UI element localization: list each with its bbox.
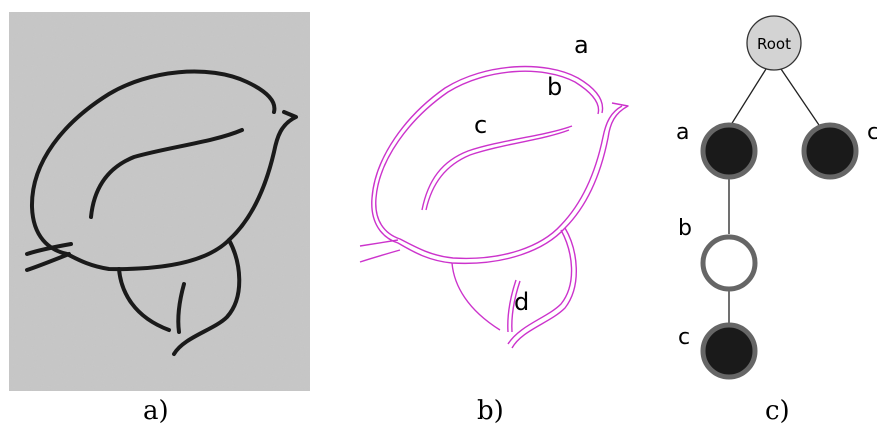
- tree-label-c: c: [678, 325, 690, 350]
- tree-label-a: a: [676, 120, 689, 145]
- root-label: Root: [757, 35, 791, 53]
- contour-outer: [372, 67, 628, 264]
- contour-label-c: c: [474, 111, 487, 139]
- contour-drawing: a b c d: [350, 18, 650, 368]
- paper-texture: [9, 12, 310, 391]
- tree-node-c: [703, 325, 755, 377]
- tree-node-b: [703, 237, 755, 289]
- contour-label-a: a: [574, 31, 589, 59]
- caption-b: b): [477, 396, 504, 426]
- tree-node-c-top: [804, 125, 856, 177]
- contour-lower-left: [452, 263, 500, 330]
- contour-outer-inner: [376, 71, 622, 258]
- contour-panel: a b c d: [350, 18, 650, 368]
- tree-root: Root: [747, 16, 801, 70]
- caption-c: c): [765, 396, 790, 426]
- contour-tail-1: [360, 240, 398, 246]
- tree-label-b: b: [678, 216, 692, 241]
- caption-a: a): [143, 396, 169, 426]
- tree-label-c-top: c: [867, 120, 877, 145]
- hierarchy-tree: Root a c b c: [668, 14, 877, 390]
- contour-tail-2: [360, 250, 400, 262]
- contour-label-d: d: [514, 288, 529, 316]
- sketch-photo-panel: [9, 12, 310, 391]
- contours: [360, 67, 628, 348]
- contour-wing: [422, 126, 572, 210]
- contour-label-b: b: [547, 73, 562, 101]
- hierarchy-tree-panel: Root a c b c: [668, 14, 877, 390]
- contour-wing-inner: [426, 130, 569, 210]
- tree-node-a: [703, 125, 755, 177]
- edge-root-a: [729, 69, 766, 128]
- sketch-photo: [9, 12, 310, 391]
- edge-root-c: [781, 69, 821, 128]
